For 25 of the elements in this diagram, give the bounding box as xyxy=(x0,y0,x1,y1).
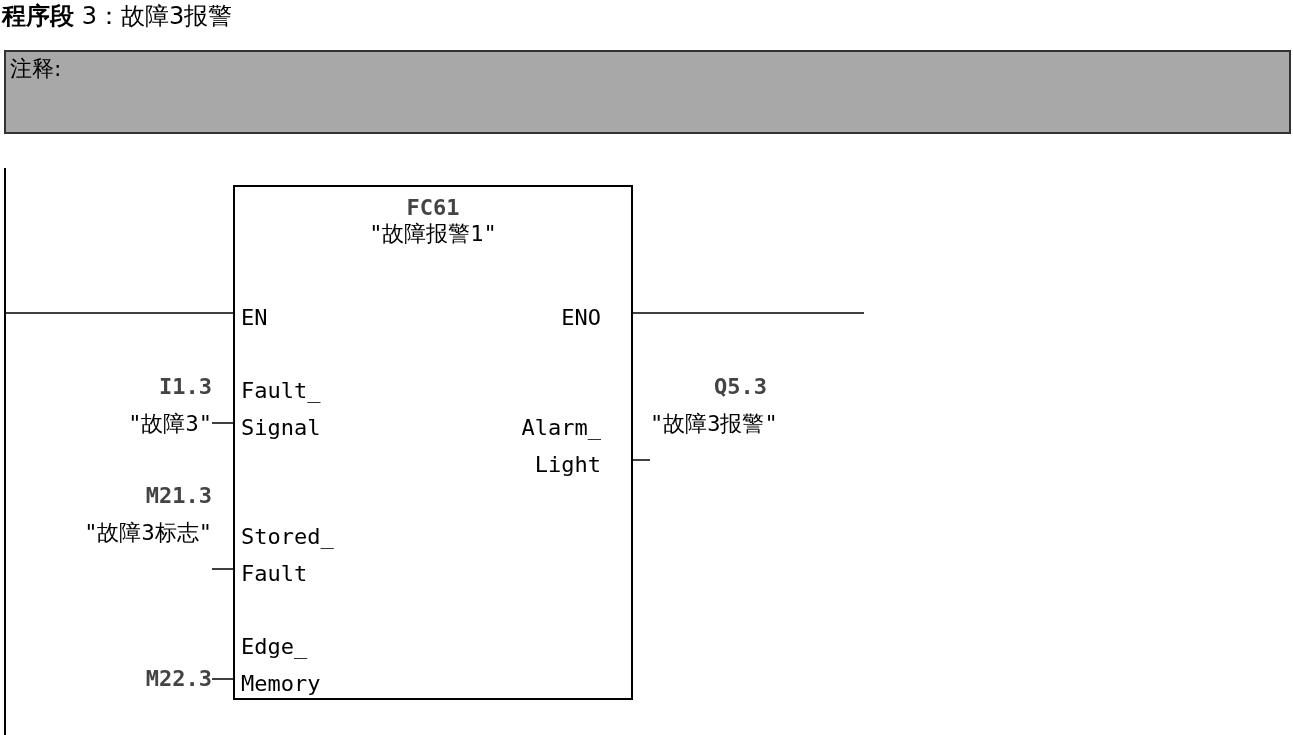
connection-line xyxy=(211,678,234,680)
pin-label: Fault_ Signal xyxy=(241,377,322,442)
pin-label: Stored_ Fault xyxy=(241,523,335,588)
connection-line xyxy=(632,459,651,461)
comment-bar xyxy=(4,50,1291,134)
pin-label: EN xyxy=(241,304,268,332)
comment-text: 注释: xyxy=(9,55,63,83)
operand-address: M22.3 xyxy=(144,665,212,693)
operand-symbol: "故障3" xyxy=(127,410,212,438)
connection-line xyxy=(211,568,234,570)
function-block xyxy=(233,185,633,700)
block-number: FC61 xyxy=(405,195,461,221)
pin-label: Alarm_ Light xyxy=(520,414,601,479)
connection-line xyxy=(211,422,234,424)
pin-label: ENO xyxy=(561,304,601,332)
connection-line xyxy=(5,312,234,314)
block-name: "故障报警1" xyxy=(368,221,498,247)
connection-line xyxy=(632,312,865,314)
pin-label: Edge_ Memory xyxy=(241,633,322,698)
operand-address: I1.3 xyxy=(158,373,212,401)
operand-address: M21.3 xyxy=(144,482,212,510)
operand-symbol: "故障3标志" xyxy=(83,519,212,547)
operand-symbol: "故障3报警" xyxy=(650,410,779,438)
network-title: 程序段 3：故障3报警 xyxy=(2,1,233,32)
operand-address: Q5.3 xyxy=(713,373,768,401)
